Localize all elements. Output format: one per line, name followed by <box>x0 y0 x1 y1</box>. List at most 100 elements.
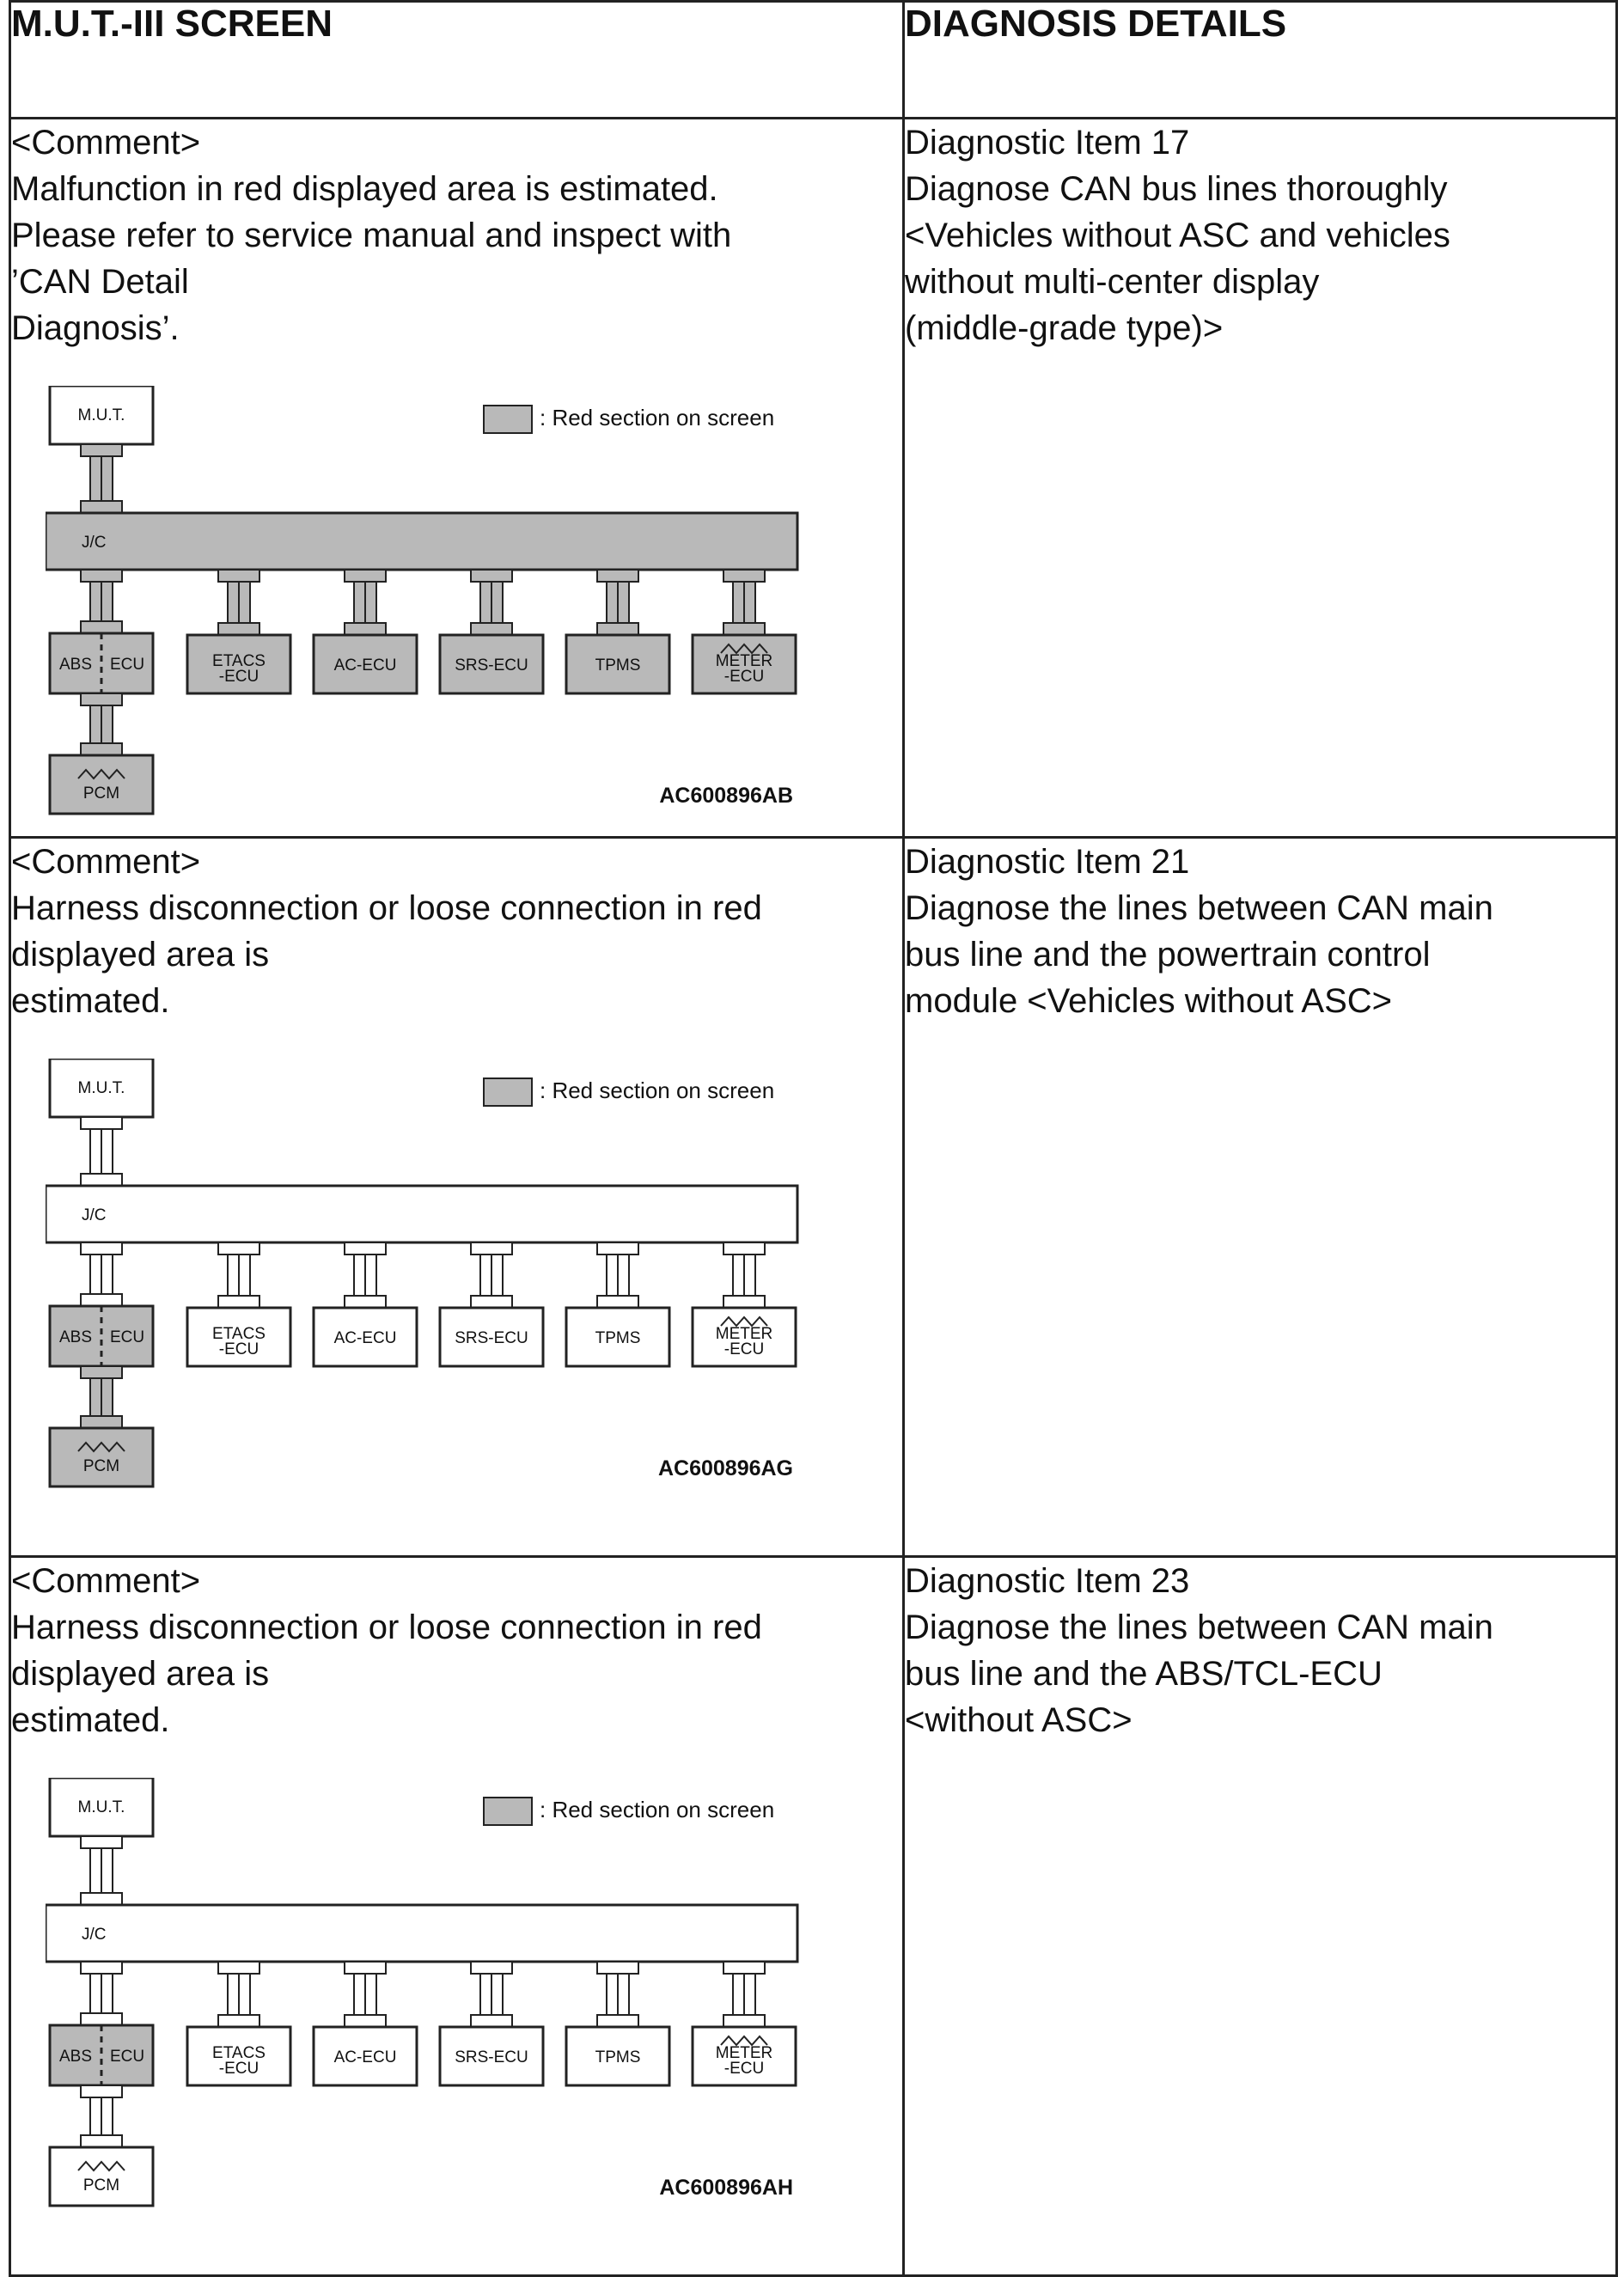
abs-link-harness <box>80 1961 123 2026</box>
connector-top <box>470 1961 513 1975</box>
connector-bottom <box>80 2012 123 2026</box>
connector-top <box>596 569 639 583</box>
ac-box <box>312 633 418 695</box>
meter-link-harness <box>723 1242 766 1309</box>
diagnosis-text: Diagnostic Item 17 Diagnose CAN bus lines… <box>905 119 1615 351</box>
meter-zigzag-icon <box>720 643 768 655</box>
etacs-link-harness <box>217 1242 260 1309</box>
text-line: (middle-grade type)> <box>905 309 1224 347</box>
etacs-label-line1: ETACS <box>212 652 266 670</box>
connector-top <box>217 569 260 583</box>
connector-bottom <box>344 1295 387 1309</box>
connector-bottom <box>80 500 123 514</box>
text-line: Diagnostic Item 21 <box>905 843 1190 881</box>
text-line: Diagnose the lines between CAN main <box>905 1609 1493 1646</box>
screen-cell: <Comment>Harness disconnection or loose … <box>9 836 905 1558</box>
text-line: Diagnostic Item 17 <box>905 124 1190 162</box>
connector-top <box>80 1242 123 1255</box>
connector-top <box>80 443 123 457</box>
comment-text: <Comment>Malfunction in red displayed ar… <box>11 119 902 351</box>
mut-label: M.U.T. <box>78 1079 125 1097</box>
details-cell: Diagnostic Item 17 Diagnose CAN bus lines… <box>902 117 1618 839</box>
text-line: module <Vehicles without ASC> <box>905 982 1393 1020</box>
ac-link-harness <box>344 569 387 636</box>
pcm-link-harness <box>80 2085 123 2148</box>
connector-top <box>596 1961 639 1975</box>
legend-swatch <box>483 1797 533 1826</box>
text-line: <Comment> <box>11 124 201 162</box>
connector-bottom <box>470 622 513 636</box>
table-row: <Comment>Malfunction in red displayed ar… <box>9 117 1618 839</box>
jc-label: J/C <box>82 1206 107 1224</box>
connector-top <box>470 569 513 583</box>
text-line: Diagnosis’. <box>11 309 180 347</box>
connector-top <box>723 1961 766 1975</box>
meter-zigzag-icon <box>720 1316 768 1328</box>
pcm-box <box>48 2146 155 2207</box>
tpms-box <box>565 633 671 695</box>
ac-label: AC-ECU <box>334 656 397 675</box>
ac-box <box>312 1306 418 1368</box>
connector-top <box>217 1961 260 1975</box>
connector-bottom <box>596 2014 639 2028</box>
text-line: bus line and the powertrain control <box>905 936 1431 974</box>
connector-top <box>723 569 766 583</box>
srs-link-harness <box>470 569 513 636</box>
abs-label: ABS <box>59 2048 92 2066</box>
connector-bottom <box>596 1295 639 1309</box>
connector-bottom <box>80 1293 123 1307</box>
etacs-label-line2: -ECU <box>219 1340 259 1358</box>
meter-label-line1: METER <box>716 2044 773 2062</box>
text-line: Harness disconnection or loose connectio… <box>11 1609 762 1646</box>
connector-bottom <box>80 620 123 634</box>
mut-label: M.U.T. <box>78 406 125 424</box>
abs-link-harness <box>80 1242 123 1307</box>
text-line: estimated. <box>11 1701 170 1739</box>
comment-text: <Comment>Harness disconnection or loose … <box>11 1558 902 1743</box>
figure-code: AC600896AB <box>659 784 793 808</box>
abs-link-harness <box>80 569 123 634</box>
abs-ecu-label: ECU <box>110 656 144 674</box>
mut-link-harness <box>80 443 123 514</box>
ac-label: AC-ECU <box>334 1329 397 1347</box>
legend-label: : Red section on screen <box>540 405 774 430</box>
legend-swatch <box>483 1077 533 1107</box>
connector-bottom <box>80 1415 123 1429</box>
srs-label: SRS-ECU <box>455 2048 528 2066</box>
connector-top <box>217 1242 260 1255</box>
etacs-box <box>186 633 292 695</box>
text-line: Harness disconnection or loose connectio… <box>11 889 762 927</box>
abs-label: ABS <box>59 656 92 674</box>
connector-bottom <box>470 2014 513 2028</box>
connector-top <box>596 1242 639 1255</box>
etacs-link-harness <box>217 569 260 636</box>
junction-connector-bar <box>46 1184 799 1244</box>
connector-top <box>80 1365 123 1379</box>
ac-link-harness <box>344 1242 387 1309</box>
connector-bottom <box>344 622 387 636</box>
connector-top <box>80 693 123 706</box>
connector-bottom <box>723 622 766 636</box>
text-line: <Vehicles without ASC and vehicles <box>905 217 1450 254</box>
text-line: estimated. <box>11 982 170 1020</box>
connector-top <box>344 1242 387 1255</box>
meter-label-line1: METER <box>716 1325 773 1343</box>
srs-box <box>438 633 545 695</box>
text-line: Diagnose CAN bus lines thoroughly <box>905 170 1448 208</box>
meter-link-harness <box>723 569 766 636</box>
ac-label: AC-ECU <box>334 2048 397 2066</box>
connector-top <box>80 1961 123 1975</box>
diagnosis-table: M.U.T.-III SCREEN DIAGNOSIS DETAILS <Com… <box>9 0 1618 2277</box>
tpms-box <box>565 1306 671 1368</box>
tpms-label: TPMS <box>595 1329 641 1347</box>
connector-bottom <box>217 622 260 636</box>
connector-bottom <box>723 1295 766 1309</box>
jc-label: J/C <box>82 1926 107 1944</box>
pcm-link-harness <box>80 1365 123 1429</box>
connector-top <box>80 569 123 583</box>
text-line: without multi-center display <box>905 263 1320 301</box>
abs-ecu-label: ECU <box>110 1328 144 1346</box>
